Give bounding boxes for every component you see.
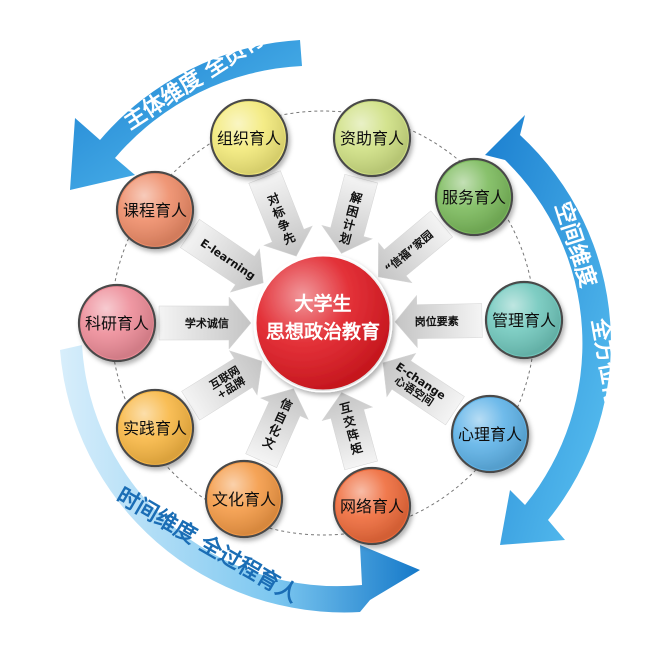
arrow-9	[158, 296, 252, 350]
node-label: 服务育人	[442, 188, 506, 207]
node-label: 心理育人	[458, 425, 522, 444]
node-label: 实践育人	[123, 419, 187, 438]
node-3: 服务育人	[434, 157, 514, 237]
arrow-label-char: 阵	[345, 426, 360, 444]
node-8: 实践育人	[115, 388, 195, 468]
node-7: 文化育人	[204, 459, 284, 539]
node-4: 管理育人	[484, 280, 564, 360]
node-label: 管理育人	[492, 311, 556, 330]
arrow-label-char: 化	[266, 421, 283, 440]
arrow-label-char: 对	[265, 190, 282, 208]
arc-right-label-1: 空间维度	[549, 199, 601, 292]
node-1: 组织育人	[209, 98, 289, 178]
arrow-6	[321, 392, 378, 471]
arrow-2	[321, 173, 378, 254]
arrow-8	[181, 350, 263, 421]
arrow-label-9: 学术诚信	[185, 316, 229, 330]
center-line-2: 思想政治教育	[266, 320, 380, 343]
arrow-label-char: 矩	[348, 440, 364, 458]
node-label: 文化育人	[212, 490, 276, 509]
arrow-1	[248, 170, 313, 257]
arrow-label-char: 标	[269, 203, 287, 222]
center-hub: 大学生 思想政治教育	[253, 253, 393, 393]
arrow-label-8: 互联网+品牌	[207, 363, 248, 402]
arrow-label-line: 学术诚信	[185, 316, 229, 330]
arrow-label-4: 岗位要素	[415, 314, 459, 329]
center-line-1: 大学生	[294, 292, 351, 315]
arrows-layer: 对标争先解困计划“信福”家园岗位要素E-change心语空间矩阵交互文化自信互联…	[158, 170, 483, 471]
arrow-5	[382, 352, 465, 426]
arrow-label-char: 计	[341, 216, 356, 234]
node-label: 课程育人	[123, 201, 187, 220]
node-10: 课程育人	[115, 170, 195, 250]
node-5: 心理育人	[450, 394, 530, 474]
arrow-label-char: 争	[275, 216, 292, 234]
arrow-label-char: 交	[342, 412, 357, 430]
arrow-label-char: 解	[348, 189, 363, 207]
arrow-label-char: 信	[278, 395, 295, 414]
arrow-3	[378, 210, 453, 284]
arrow-label-char: 先	[281, 229, 298, 247]
arrow-10	[180, 218, 264, 293]
node-label: 科研育人	[85, 314, 149, 333]
arrow-4	[394, 294, 483, 349]
node-6: 网络育人	[332, 466, 412, 546]
node-label: 资助育人	[340, 129, 404, 148]
node-9: 科研育人	[77, 283, 157, 363]
arrow-label-char: 互	[338, 400, 353, 417]
arrow-label-char: 划	[338, 229, 353, 247]
node-label: 组织育人	[217, 129, 281, 148]
arrow-7	[245, 388, 309, 468]
arrow-label-char: 自	[272, 408, 289, 427]
arrow-label-line: 岗位要素	[415, 314, 459, 329]
arrow-label-char: 困	[345, 203, 360, 220]
node-2: 资助育人	[332, 98, 412, 178]
node-label: 网络育人	[340, 497, 404, 516]
